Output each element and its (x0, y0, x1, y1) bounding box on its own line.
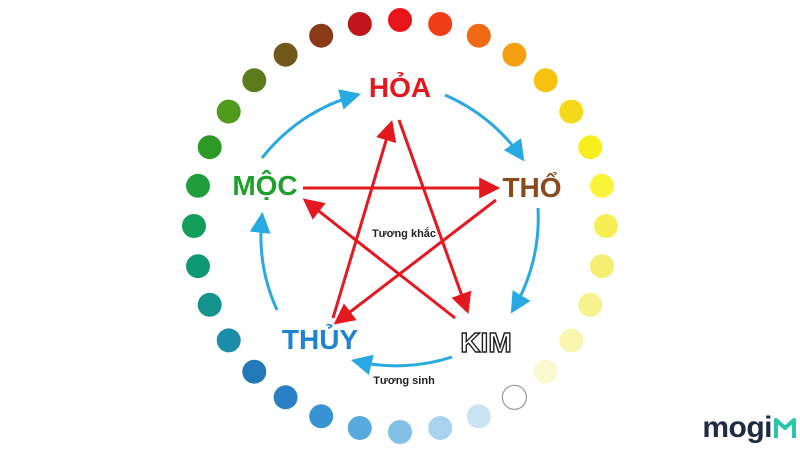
label-kim: KIM (460, 327, 511, 358)
color-wheel-dot (533, 359, 558, 384)
color-wheel-dot (466, 23, 491, 48)
arrow-tho-to-thuy (333, 198, 497, 325)
brand-name: mogi (702, 411, 772, 444)
color-wheel-dot (216, 99, 241, 124)
color-wheel-dot (466, 404, 491, 429)
color-wheel-dot (501, 384, 528, 410)
color-wheel-dot (197, 135, 222, 160)
color-wheel-dot (590, 173, 614, 198)
label-tho: THỔ (502, 172, 561, 203)
color-wheel-dot (347, 416, 372, 440)
color-wheel-dot (428, 12, 453, 36)
arrow-kim-to-thuy (350, 354, 453, 376)
color-wheel-dot (186, 173, 210, 198)
color-wheel-dot (388, 420, 412, 444)
label-tuong-sinh: Tương sinh (373, 375, 435, 387)
color-wheel-dot (578, 292, 603, 317)
color-wheel-dot (216, 328, 241, 353)
color-wheel-dot (559, 328, 584, 353)
color-wheel-dot (309, 23, 334, 48)
color-wheel-dot (559, 99, 584, 124)
color-wheel-dot (197, 292, 222, 317)
arrow-hoa-to-kim (397, 119, 472, 314)
color-wheel-dot (347, 12, 372, 36)
label-tuong-khac: Tương khắc (372, 227, 436, 240)
color-wheel-dot (388, 8, 412, 32)
label-hoa: HỎA (369, 71, 431, 103)
arrow-tho-to-kim (510, 207, 540, 314)
destruction-cycle-arrows (302, 119, 501, 325)
color-wheel-dot (186, 254, 210, 279)
label-moc: MỘC (232, 169, 297, 201)
arrow-kim-to-moc (302, 198, 456, 320)
color-wheel-dot (502, 42, 527, 67)
brand-mark-icon (774, 418, 796, 438)
color-wheel-dot (590, 254, 614, 279)
arrow-hoa-to-tho (444, 93, 525, 162)
arrow-thuy-to-moc (249, 211, 279, 311)
color-wheel-dot (242, 359, 267, 384)
color-wheel-dot (533, 68, 558, 93)
color-wheel-dot (182, 214, 206, 238)
arrow-thuy-to-hoa (331, 119, 397, 319)
color-wheel (182, 8, 618, 444)
brand-logo: mogi (702, 408, 796, 448)
color-wheel-dot (578, 135, 603, 160)
color-wheel-dot (428, 416, 453, 440)
arrow-moc-to-hoa (260, 89, 362, 159)
color-wheel-dot (273, 42, 298, 67)
generation-cycle-arrows (249, 89, 540, 376)
color-wheel-dot (242, 68, 267, 93)
color-wheel-dot (309, 404, 334, 429)
color-wheel-dot (594, 214, 618, 238)
color-wheel-dot (273, 385, 298, 410)
label-thuy: THỦY (282, 323, 359, 355)
